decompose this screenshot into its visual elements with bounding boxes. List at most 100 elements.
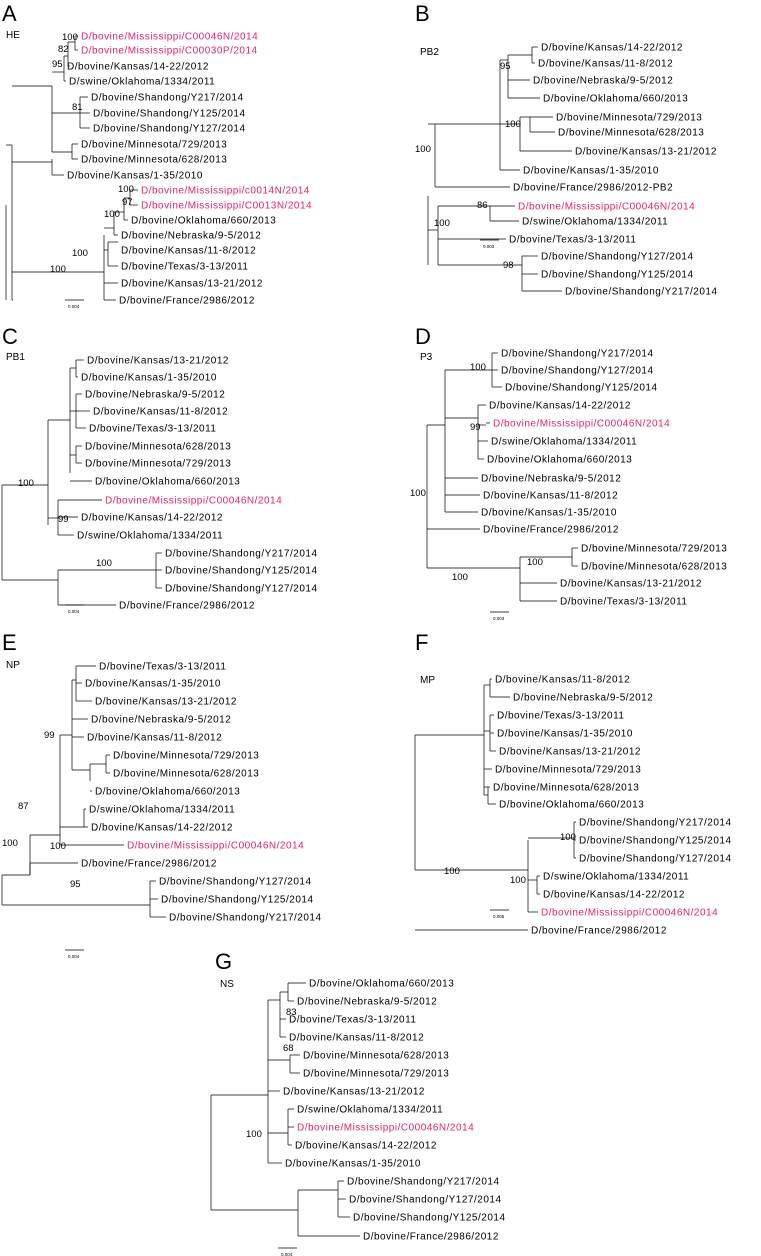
leaf-label: D/bovine/Texas/3-13/2011 — [99, 662, 226, 673]
leaf-label: D/bovine/Shandong/Y127/2014 — [165, 584, 318, 595]
leaf-label: D/bovine/Shandong/Y125/2014 — [579, 836, 732, 847]
leaf-label: D/bovine/Shandong/Y127/2014 — [93, 124, 246, 135]
bootstrap-value: 95 — [52, 59, 63, 70]
bootstrap-value: 100 — [470, 362, 486, 373]
leaf-label: D/bovine/Oklahoma/660/2013 — [131, 216, 276, 227]
bootstrap-value: 99 — [58, 514, 69, 525]
leaf-label: D/bovine/Minnesota/628/2013 — [581, 562, 727, 573]
leaf-label: D/bovine/Minnesota/628/2013 — [81, 155, 227, 166]
leaf-label: D/bovine/Shandong/Y127/2014 — [159, 877, 312, 888]
bootstrap-value: 97 — [122, 197, 133, 208]
leaf-label: D/bovine/Nebraska/9-5/2012 — [297, 997, 437, 1008]
leaf-label: D/bovine/Kansas/1-35/2010 — [85, 679, 221, 690]
scale-label: 0.004 — [68, 954, 80, 959]
leaf-label: D/bovine/Shandong/Y217/2014 — [169, 913, 322, 924]
leaf-label: D/bovine/Kansas/11-8/2012 — [87, 733, 222, 744]
leaf-label: D/bovine/Nebraska/9-5/2012 — [85, 390, 225, 401]
leaf-label: D/bovine/Nebraska/9-5/2012 — [91, 715, 231, 726]
leaf-label: D/bovine/Shandong/Y125/2014 — [353, 1213, 506, 1224]
leaf-label: D/bovine/Shandong/Y217/2014 — [565, 287, 718, 298]
leaf-label: D/bovine/Shandong/Y217/2014 — [165, 549, 318, 560]
bootstrap-value: 100 — [50, 841, 66, 852]
leaf-label: D/bovine/Mississippi/C00046N/2014 — [105, 496, 282, 507]
bootstrap-value: 100 — [444, 866, 460, 877]
leaf-label: D/bovine/Shandong/Y125/2014 — [165, 566, 318, 577]
leaf-label: D/bovine/Minnesota/628/2013 — [85, 442, 231, 453]
leaf-label: D/bovine/Kansas/13-21/2012 — [499, 747, 641, 758]
leaf-label: D/bovine/Kansas/13-21/2012 — [575, 147, 717, 158]
leaf-label: D/bovine/Mississippi/C00046N/2014 — [493, 419, 670, 430]
bootstrap-value: 100 — [410, 488, 426, 499]
leaf-label: D/bovine/France/2986/2012 — [363, 1232, 499, 1243]
leaf-label: D/bovine/Oklahoma/660/2013 — [487, 455, 632, 466]
bootstrap-value: 68 — [283, 1043, 294, 1054]
leaf-label: D/bovine/Texas/3-13/2011 — [560, 597, 687, 608]
bootstrap-value: 86 — [477, 200, 488, 211]
bootstrap-value: 100 — [2, 838, 18, 849]
leaf-label: D/bovine/Texas/3-13/2011 — [509, 235, 636, 246]
leaf-label: D/bovine/Mississippi/C00046N/2014 — [297, 1123, 474, 1134]
leaf-label: D/bovine/Kansas/13-21/2012 — [283, 1087, 425, 1098]
leaf-label: D/bovine/Kansas/14-22/2012 — [543, 890, 685, 901]
gene-label: NS — [220, 979, 234, 990]
leaf-label: D/bovine/Mississippi/C0013N/2014 — [141, 201, 312, 212]
bootstrap-value: 82 — [58, 44, 69, 55]
leaf-label: D/bovine/Kansas/11-8/2012 — [121, 246, 256, 257]
leaf-label: D/bovine/Shandong/Y217/2014 — [501, 349, 654, 360]
leaf-label: D/bovine/Shandong/Y127/2014 — [501, 366, 654, 377]
leaf-label: D/bovine/Kansas/14-22/2012 — [67, 62, 209, 73]
leaf-label: D/bovine/Nebraska/9-5/2012 — [481, 474, 621, 485]
leaf-label: D/bovine/Kansas/14-22/2012 — [81, 513, 223, 524]
panel-letter: C — [2, 324, 18, 349]
leaf-label: D/bovine/Nebraska/9-5/2012 — [121, 231, 261, 242]
leaf-label: D/swine/Oklahoma/1334/2011 — [522, 217, 668, 228]
leaf-label: D/bovine/Shandong/Y125/2014 — [505, 383, 658, 394]
leaf-label: D/bovine/France/2986/2012 — [119, 601, 255, 612]
leaf-label: D/swine/Oklahoma/1334/2011 — [491, 437, 637, 448]
scale-label: 0.004 — [68, 304, 80, 309]
bootstrap-value: 100 — [50, 264, 66, 275]
leaf-label: D/bovine/Kansas/1-35/2010 — [67, 171, 203, 182]
leaf-label: D/swine/Oklahoma/1334/2011 — [69, 77, 215, 88]
panel-letter: G — [215, 949, 232, 974]
bootstrap-value: 100 — [415, 144, 431, 155]
leaf-label: D/bovine/France/2986/2012 — [81, 859, 217, 870]
leaf-label: D/bovine/Texas/3-13/2011 — [497, 711, 624, 722]
bootstrap-value: 100 — [560, 832, 576, 843]
leaf-label: D/bovine/Kansas/1-35/2010 — [523, 166, 659, 177]
gene-label: PB1 — [6, 352, 25, 363]
panel-letter: F — [415, 630, 428, 655]
bootstrap-value: 98 — [503, 260, 514, 271]
leaf-label: D/bovine/Shandong/Y217/2014 — [91, 93, 244, 104]
leaf-label: D/bovine/Oklahoma/660/2013 — [95, 787, 240, 798]
bootstrap-value: 99 — [470, 422, 481, 433]
leaf-label: D/bovine/Shandong/Y217/2014 — [579, 818, 732, 829]
leaf-label: D/bovine/Kansas/11-8/2012 — [483, 491, 618, 502]
leaf-label: D/bovine/Mississippi/c0014N/2014 — [141, 186, 310, 197]
leaf-label: D/bovine/Minnesota/729/2013 — [81, 140, 227, 151]
scale-label: 0.003 — [483, 244, 495, 249]
leaf-label: D/bovine/Texas/3-13/2011 — [289, 1015, 416, 1026]
bootstrap-value: 95 — [70, 879, 81, 890]
gene-label: PB2 — [420, 47, 439, 58]
leaf-label: D/bovine/Minnesota/729/2013 — [581, 544, 727, 555]
leaf-label: D/swine/Oklahoma/1334/2011 — [77, 531, 223, 542]
leaf-label: D/bovine/Kansas/13-21/2012 — [121, 279, 263, 290]
leaf-label: D/bovine/Shandong/Y127/2014 — [579, 854, 732, 865]
bootstrap-value: 100 — [452, 572, 468, 583]
leaf-label: D/bovine/France/2986/2012 — [531, 926, 667, 937]
leaf-label: D/bovine/Shandong/Y125/2014 — [93, 109, 246, 120]
leaf-label: D/bovine/Mississippi/C00046N/2014 — [541, 908, 718, 919]
leaf-label: D/bovine/Mississippi/C00030P/2014 — [81, 46, 258, 57]
leaf-label: D/bovine/Kansas/11-8/2012 — [289, 1033, 424, 1044]
bootstrap-value: 100 — [246, 1129, 262, 1140]
panel-letter: E — [2, 630, 17, 655]
leaf-label: D/bovine/Kansas/11-8/2012 — [93, 407, 228, 418]
leaf-label: D/bovine/Kansas/1-35/2010 — [81, 373, 217, 384]
